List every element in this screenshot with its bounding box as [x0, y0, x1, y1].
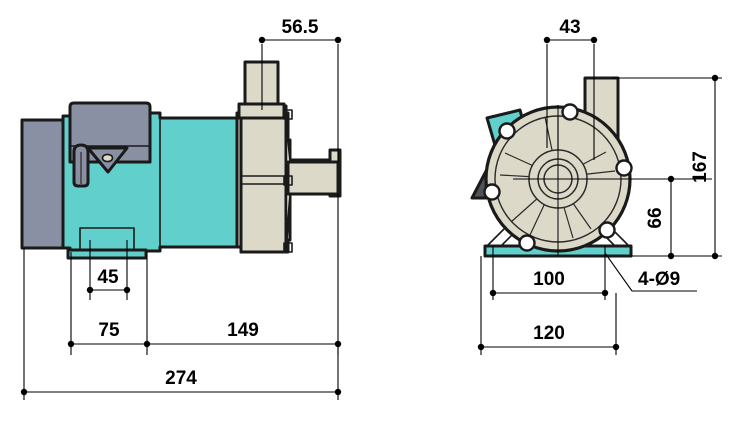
bolt-hole — [598, 221, 616, 239]
side-view: 56.5 45 75 — [20, 17, 342, 400]
note-bolt-holes-label: 4-Ø9 — [638, 269, 680, 290]
discharge-nozzle — [286, 160, 340, 196]
bolt-hole — [498, 122, 516, 140]
dim-167-label: 167 — [690, 151, 711, 183]
dim-100-label: 100 — [533, 269, 565, 290]
dim-149: 149 — [147, 194, 342, 355]
bolt-hole — [483, 183, 501, 201]
bolt-hole — [518, 234, 536, 252]
dim-75: 75 — [67, 252, 151, 355]
casing-bolt-tab-top — [283, 109, 293, 120]
casing-bolt-tab-mid — [283, 175, 293, 186]
motor-rear-endcap — [20, 118, 65, 250]
dim-100: 100 — [489, 246, 609, 300]
dim-167: 167 — [612, 74, 722, 260]
dim-56-5-label: 56.5 — [282, 17, 319, 38]
dim-43: 43 — [543, 17, 598, 160]
dim-120-label: 120 — [533, 323, 565, 344]
front-view: 43 167 66 — [470, 17, 722, 355]
dim-75-label: 75 — [98, 320, 120, 341]
dim-66: 66 — [620, 175, 678, 260]
note-bolt-holes: 4-Ø9 — [604, 252, 697, 292]
dim-43-label: 43 — [559, 17, 580, 38]
bolt-hole — [561, 103, 579, 121]
dim-66-label: 66 — [645, 207, 666, 228]
front-centerlines — [513, 105, 712, 255]
dim-149-label: 149 — [227, 320, 259, 341]
motor-base-plate — [66, 248, 148, 260]
dim-45-label: 45 — [97, 267, 119, 288]
front-bolt-holes — [483, 103, 633, 252]
casing-bolt-tab-bottom — [283, 242, 293, 253]
pump-casing-body — [239, 111, 288, 254]
dim-45: 45 — [86, 240, 131, 300]
bolt-hole — [615, 159, 633, 177]
dim-274: 274 — [20, 248, 342, 400]
dim-274-label: 274 — [165, 368, 197, 389]
dim-120: 120 — [477, 256, 620, 355]
lifting-eye-hole — [101, 153, 114, 163]
dim-56-5: 56.5 — [258, 17, 342, 162]
